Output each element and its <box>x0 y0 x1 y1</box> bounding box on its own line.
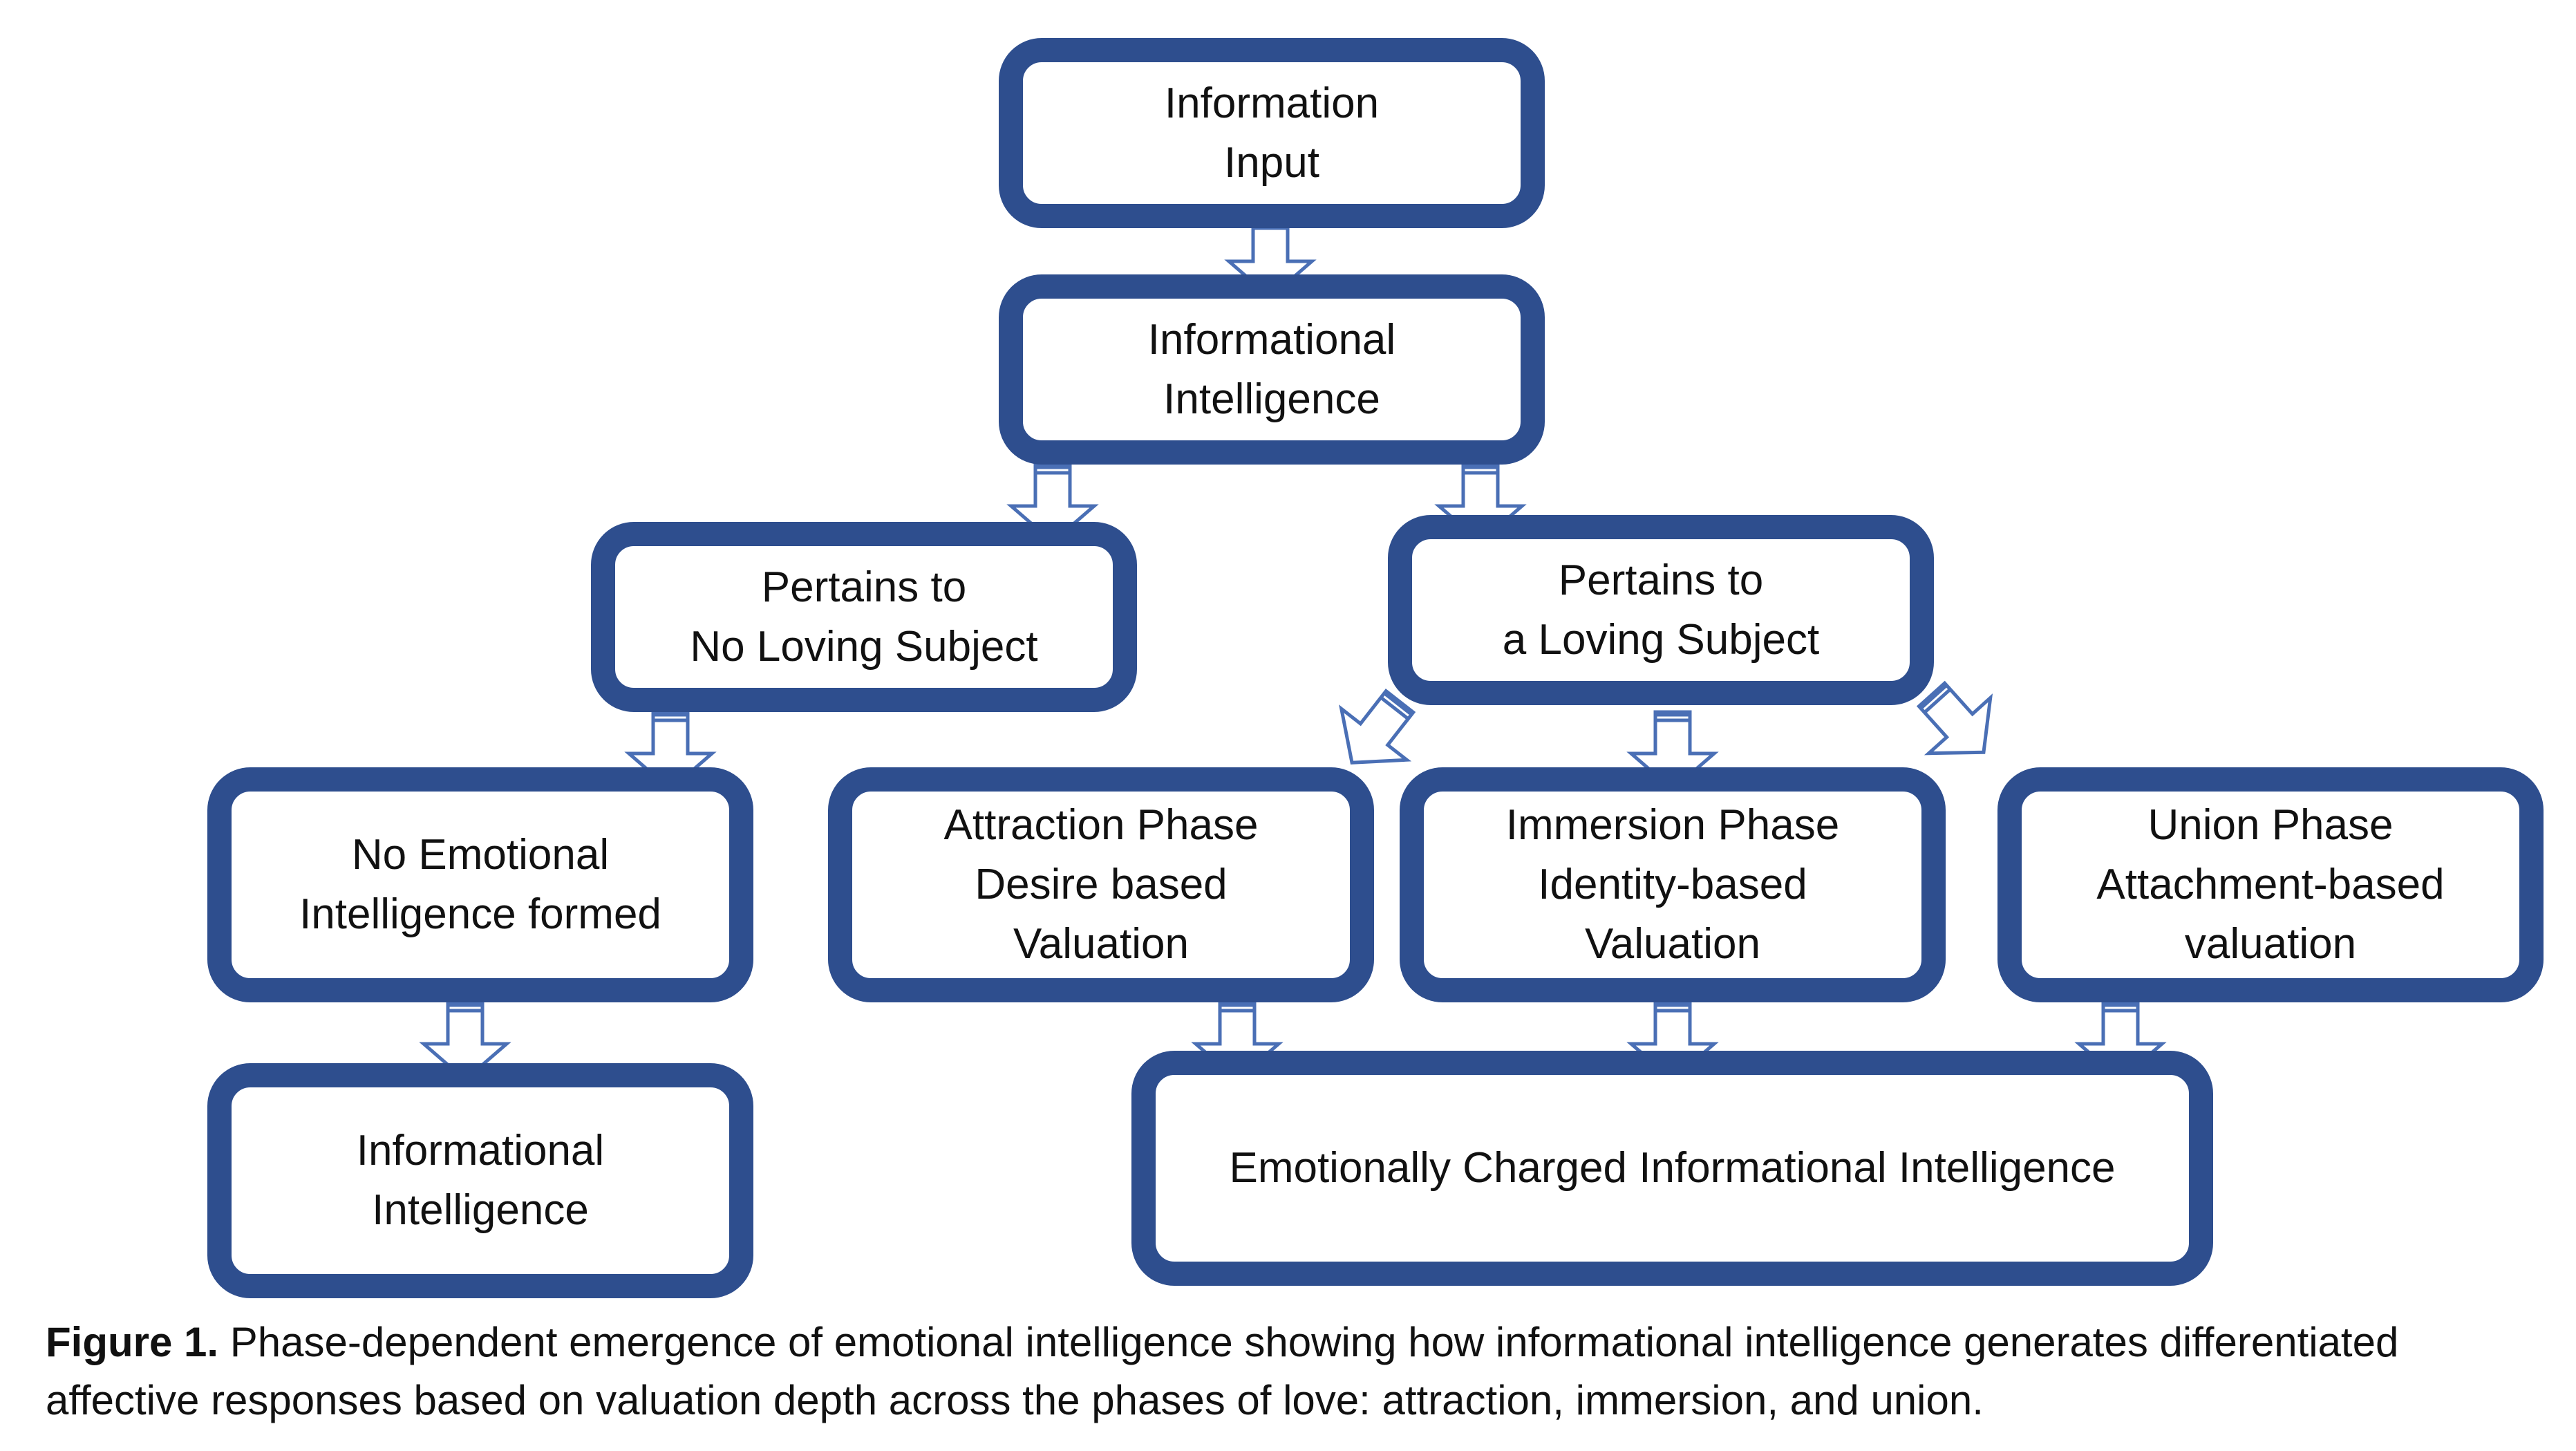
union-phase-box: Union Phase Attachment-based valuation <box>1997 767 2544 1002</box>
no-emotional-intelligence-line-1: No Emotional <box>351 831 610 879</box>
loving-subject-line-2: a Loving Subject <box>1502 615 1820 664</box>
arrow-loving-to-attraction <box>1339 689 1416 765</box>
attraction-phase-line-1: Attraction Phase <box>943 801 1259 849</box>
figure-caption: Figure 1. Phase-dependent emergence of e… <box>46 1313 2561 1430</box>
no-loving-subject-line-2: No Loving Subject <box>690 622 1038 671</box>
immersion-phase-line-1: Immersion Phase <box>1505 801 1840 849</box>
caption-label: Figure 1. <box>46 1319 219 1365</box>
informational-intelligence-bottom-line-1: Informational <box>356 1127 605 1174</box>
attraction-phase-line-3: Valuation <box>1013 920 1189 968</box>
attraction-phase-line-2: Desire based <box>975 861 1228 908</box>
emotionally-charged-box: Emotionally Charged Informational Intell… <box>1131 1051 2213 1286</box>
union-phase-line-2: Attachment-based <box>2096 861 2445 908</box>
emotionally-charged-label: Emotionally Charged Informational Intell… <box>1229 1144 2116 1192</box>
no-emotional-intelligence-line-2: Intelligence formed <box>299 890 661 938</box>
union-phase-line-1: Union Phase <box>2147 801 2394 849</box>
loving-subject-line-1: Pertains to <box>1558 556 1764 604</box>
union-phase-line-3: valuation <box>2184 920 2357 968</box>
informational-intelligence-bottom-line-2: Intelligence <box>372 1186 589 1234</box>
arrow-loving-to-union <box>1916 680 1993 756</box>
no-loving-subject-line-1: Pertains to <box>761 563 967 611</box>
informational-intelligence-top-line-1: Informational <box>1147 315 1396 364</box>
information-input-line-1: Information <box>1164 79 1380 127</box>
arrow-no-emotional-to-informational <box>419 1000 511 1083</box>
informational-intelligence-top-line-2: Intelligence <box>1163 375 1380 423</box>
no-emotional-intelligence-box: No Emotional Intelligence formed <box>207 767 753 1002</box>
informational-intelligence-bottom-box: Informational Intelligence <box>207 1063 753 1298</box>
information-input-line-2: Input <box>1224 138 1319 187</box>
immersion-phase-line-3: Valuation <box>1585 920 1760 968</box>
caption-text-1: Phase-dependent emergence of emotional i… <box>218 1319 2399 1365</box>
attraction-phase-box: Attraction Phase Desire based Valuation <box>828 767 1374 1002</box>
information-input-box: Information Input <box>999 38 1545 228</box>
loving-subject-box: Pertains to a Loving Subject <box>1388 515 1934 705</box>
informational-intelligence-top-box: Informational Intelligence <box>999 274 1545 465</box>
caption-line-1: Figure 1. Phase-dependent emergence of e… <box>46 1313 2561 1372</box>
caption-line-2: affective responses based on valuation d… <box>46 1377 1984 1423</box>
immersion-phase-box: Immersion Phase Identity-based Valuation <box>1400 767 1946 1002</box>
immersion-phase-line-2: Identity-based <box>1538 861 1807 908</box>
no-loving-subject-box: Pertains to No Loving Subject <box>591 522 1137 712</box>
